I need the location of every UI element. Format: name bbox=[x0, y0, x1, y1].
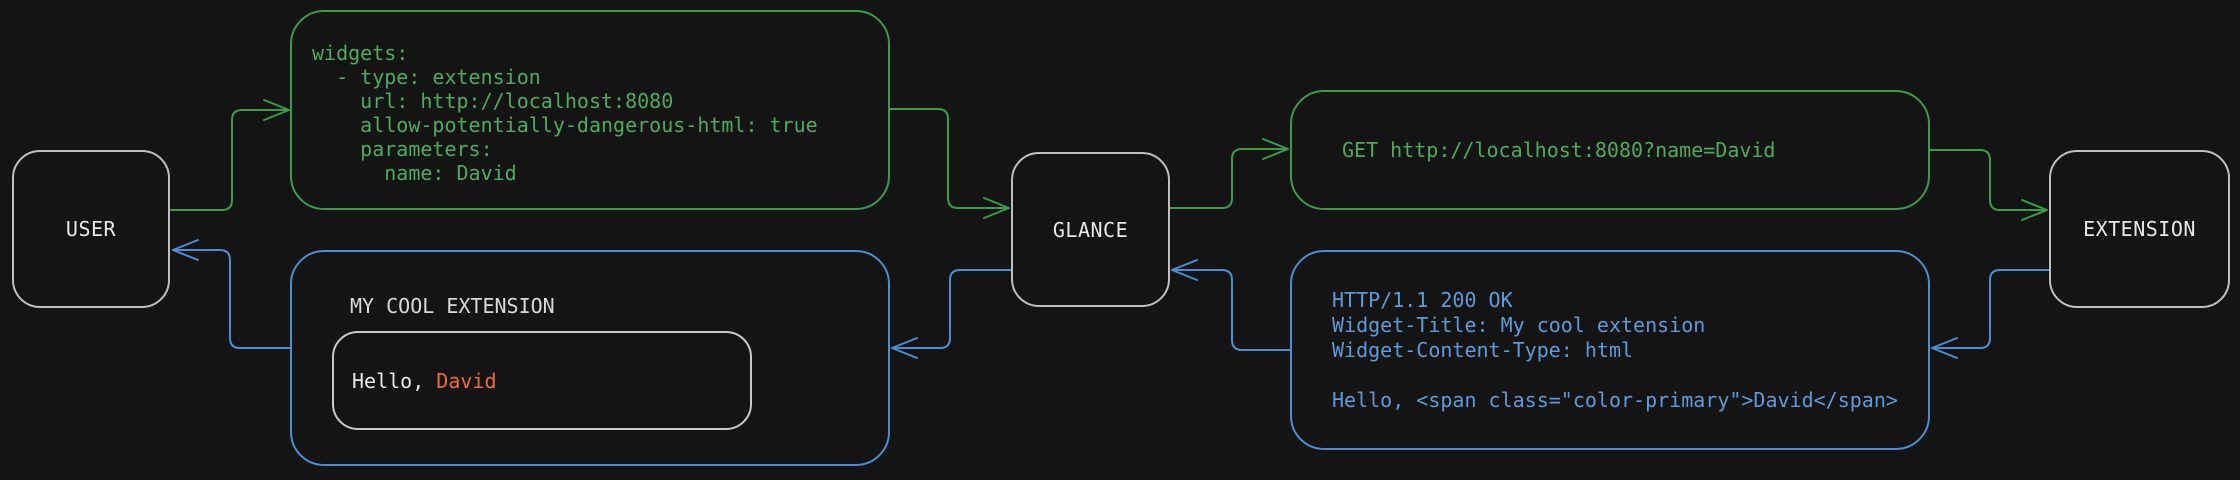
yaml-line: parameters: bbox=[312, 137, 493, 161]
arrow-glance-to-widget bbox=[891, 269, 1012, 359]
arrow-extension-to-response bbox=[1931, 269, 2050, 359]
node-extension-label: EXTENSION bbox=[2083, 217, 2196, 241]
widget-title: MY COOL EXTENSION bbox=[350, 294, 555, 318]
response-line: Widget-Title: My cool extension bbox=[1332, 313, 1706, 337]
arrow-glance-to-request bbox=[1169, 138, 1289, 209]
yaml-line: widgets: bbox=[312, 41, 409, 65]
arrowhead-left-icon bbox=[1931, 337, 1958, 359]
greeting-name: David bbox=[436, 368, 497, 393]
response-line bbox=[1332, 363, 1928, 388]
node-user-label: USER bbox=[65, 217, 117, 241]
arrowhead-right-icon bbox=[2021, 199, 2048, 221]
yaml-line: - type: extension bbox=[312, 65, 541, 89]
node-glance-label: GLANCE bbox=[1052, 217, 1129, 242]
node-glance: GLANCE bbox=[1011, 152, 1170, 307]
arrow-response-to-glance bbox=[1171, 259, 1291, 351]
config-yaml-code: widgets: - type: extension url: http://l… bbox=[312, 41, 888, 185]
rendered-widget-box: MY COOL EXTENSION Hello, David bbox=[290, 250, 890, 466]
arrow-user-to-config bbox=[170, 99, 290, 211]
arrowhead-right-icon bbox=[1262, 138, 1289, 160]
arrowhead-left-icon bbox=[172, 239, 199, 261]
arrow-widget-to-user bbox=[172, 239, 291, 349]
arrowhead-right-icon bbox=[263, 99, 290, 121]
http-response-code: HTTP/1.1 200 OK Widget-Title: My cool ex… bbox=[1332, 288, 1928, 413]
node-extension: EXTENSION bbox=[2049, 150, 2230, 308]
response-line: HTTP/1.1 200 OK bbox=[1332, 288, 1513, 312]
node-user: USER bbox=[12, 150, 170, 308]
response-line: Widget-Content-Type: html bbox=[1332, 338, 1634, 362]
yaml-line: url: http://localhost:8080 bbox=[312, 89, 674, 113]
http-response-box: HTTP/1.1 200 OK Widget-Title: My cool ex… bbox=[1290, 250, 1930, 450]
arrow-request-to-extension bbox=[1929, 149, 2048, 221]
arrowhead-left-icon bbox=[1171, 259, 1198, 281]
http-request-box: GET http://localhost:8080?name=David bbox=[1290, 90, 1930, 210]
yaml-line: allow-potentially-dangerous-html: true bbox=[312, 113, 818, 137]
arrowhead-right-icon bbox=[983, 197, 1010, 219]
arrow-config-to-glance bbox=[889, 108, 1010, 219]
config-yaml-box: widgets: - type: extension url: http://l… bbox=[290, 10, 890, 210]
arrowhead-left-icon bbox=[891, 337, 918, 359]
greeting-prefix: Hello, bbox=[352, 368, 437, 393]
http-request-line: GET http://localhost:8080?name=David bbox=[1342, 138, 1776, 162]
widget-content-box: Hello, David bbox=[332, 331, 752, 430]
response-line: Hello, <span class="color-primary">David… bbox=[1332, 388, 1898, 412]
yaml-line: name: David bbox=[312, 161, 517, 185]
